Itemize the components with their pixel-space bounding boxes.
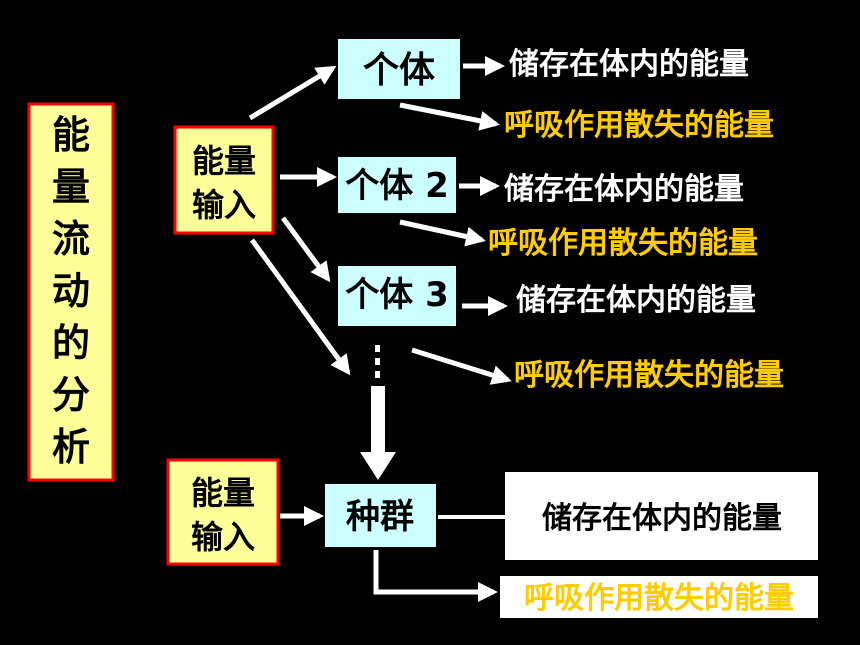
energy-input-box-top xyxy=(173,125,275,235)
ellipsis-dots xyxy=(375,345,380,378)
population-stored-box xyxy=(505,472,818,560)
arrow-input-to-individual-3 xyxy=(280,216,331,283)
energy-input-box-bottom xyxy=(166,458,280,566)
energy-input-label: 输入 xyxy=(191,518,255,556)
respired-label: 呼吸作用散失的能量 xyxy=(504,108,774,143)
energy-input-label: 能量 xyxy=(191,474,255,512)
individual-node-3 xyxy=(338,266,456,326)
arrow-individual-2-respired xyxy=(399,219,486,247)
title-char: 量 xyxy=(52,165,90,209)
population-stored-label: 储存在体内的能量 xyxy=(542,501,782,536)
arrow-individual-3-respired xyxy=(411,347,512,385)
stored-label: 储存在体内的能量 xyxy=(509,47,749,82)
respired-label: 呼吸作用散失的能量 xyxy=(514,358,784,393)
energy-input-label: 输入 xyxy=(192,186,256,224)
population-respired-box xyxy=(500,576,818,618)
stored-label: 储存在体内的能量 xyxy=(516,283,756,318)
arrow-population-respired xyxy=(373,550,498,602)
individual-node-1 xyxy=(338,39,460,99)
population-respired-label: 呼吸作用散失的能量 xyxy=(524,581,794,616)
arrow-input-to-individual-1 xyxy=(248,65,337,121)
arrow-down-to-population xyxy=(360,386,396,480)
population-node xyxy=(325,484,436,547)
individual-label: 个体 2 xyxy=(345,166,449,206)
population-label: 种群 xyxy=(346,497,414,537)
energy-input-label: 能量 xyxy=(192,142,256,180)
title-char: 动 xyxy=(52,269,90,313)
title-char: 析 xyxy=(52,425,90,469)
stored-label: 储存在体内的能量 xyxy=(504,172,744,207)
title-char: 的 xyxy=(52,321,90,365)
title-box xyxy=(27,102,115,482)
respired-label: 呼吸作用散失的能量 xyxy=(488,226,758,261)
title-char: 分 xyxy=(52,373,90,417)
arrow-input-to-more xyxy=(249,238,351,376)
individual-node-2 xyxy=(338,157,456,213)
individual-label: 个体 3 xyxy=(345,275,449,315)
title-char: 流 xyxy=(52,217,90,261)
individual-label: 个体 xyxy=(363,50,435,91)
arrow-individual-1-respired xyxy=(399,102,500,131)
title-char: 能 xyxy=(52,113,90,157)
